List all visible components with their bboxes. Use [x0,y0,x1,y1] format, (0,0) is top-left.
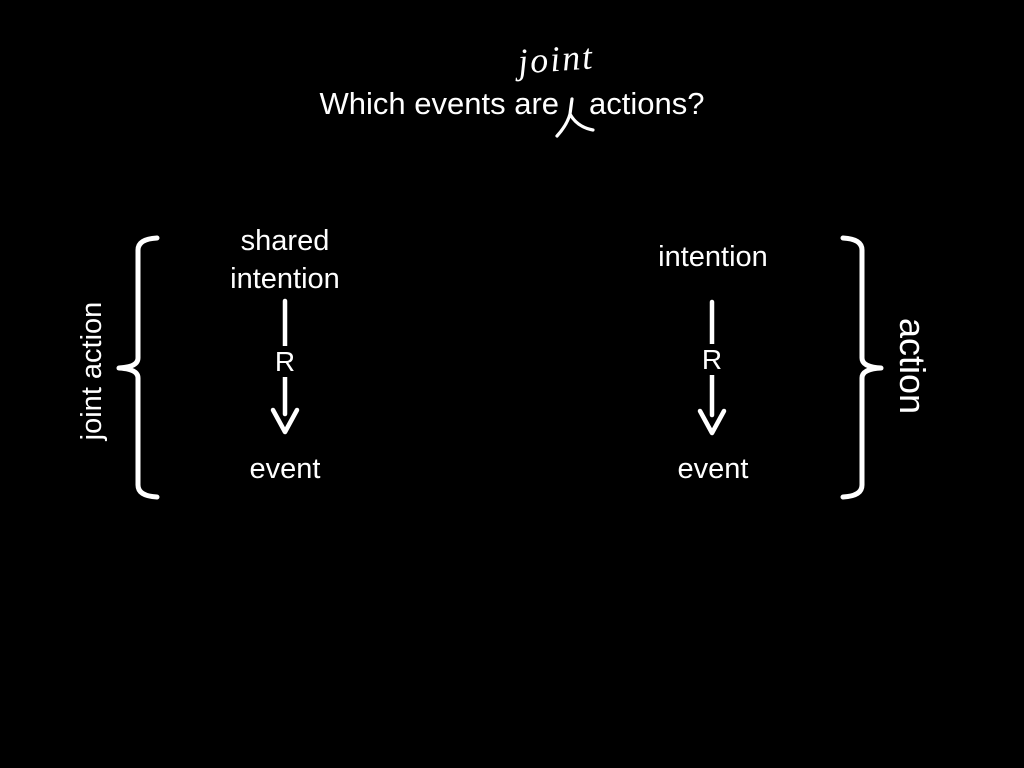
inserted-word-joint: joint [516,36,596,82]
shared-intention-node: shared intention [230,225,340,295]
right-event-node: event [677,453,749,485]
right-relation-label: R [690,344,734,375]
action-label: action [892,317,933,415]
left-brace-icon [116,235,160,500]
title-suffix: actions? [589,86,705,121]
intention-node: intention [658,241,768,273]
left-event-node: event [249,453,321,485]
slide-title: Which events are actions? [0,88,1024,119]
right-brace-icon [840,235,884,500]
title-prefix: Which events are [319,86,560,121]
insertion-caret-icon [555,97,595,138]
joint-action-label: joint action [76,301,108,441]
left-relation-label: R [263,346,307,377]
